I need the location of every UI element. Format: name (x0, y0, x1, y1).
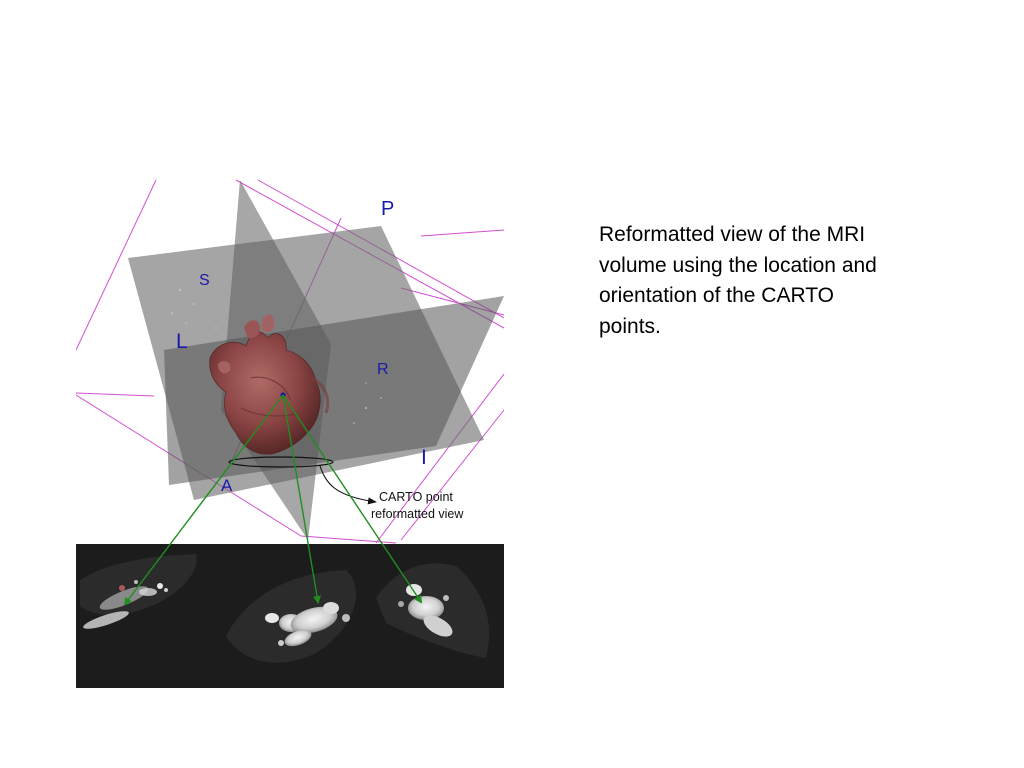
label-superior: S (199, 272, 210, 289)
callout-line-2: reformatted view (371, 507, 464, 521)
arrow-to-left-slice (123, 394, 284, 606)
arrow-to-right-slice (282, 394, 423, 604)
mri-reformat-figure: P S L R I A CARTO point reformatted view (76, 178, 504, 688)
label-posterior: P (381, 198, 394, 220)
arrow-to-middle-slice (282, 394, 321, 604)
figure-canvas: P S L R I A CARTO point reformatted view (76, 179, 504, 688)
callout-line-1: CARTO point (379, 490, 453, 504)
callout-arrow (319, 465, 377, 505)
projection-arrows (123, 394, 423, 606)
label-inferior: I (421, 446, 427, 469)
slice-right (376, 563, 490, 658)
label-anterior: A (221, 476, 233, 495)
plane-texture (171, 274, 382, 424)
label-left: L (176, 330, 188, 353)
reformatted-slices-panel (76, 544, 504, 688)
label-right: R (377, 361, 389, 378)
carto-points-ellipse (228, 456, 334, 468)
slice-middle (226, 570, 356, 663)
heart-model (209, 314, 330, 455)
caption-text: Reformatted view of the MRI volume using… (599, 223, 877, 338)
